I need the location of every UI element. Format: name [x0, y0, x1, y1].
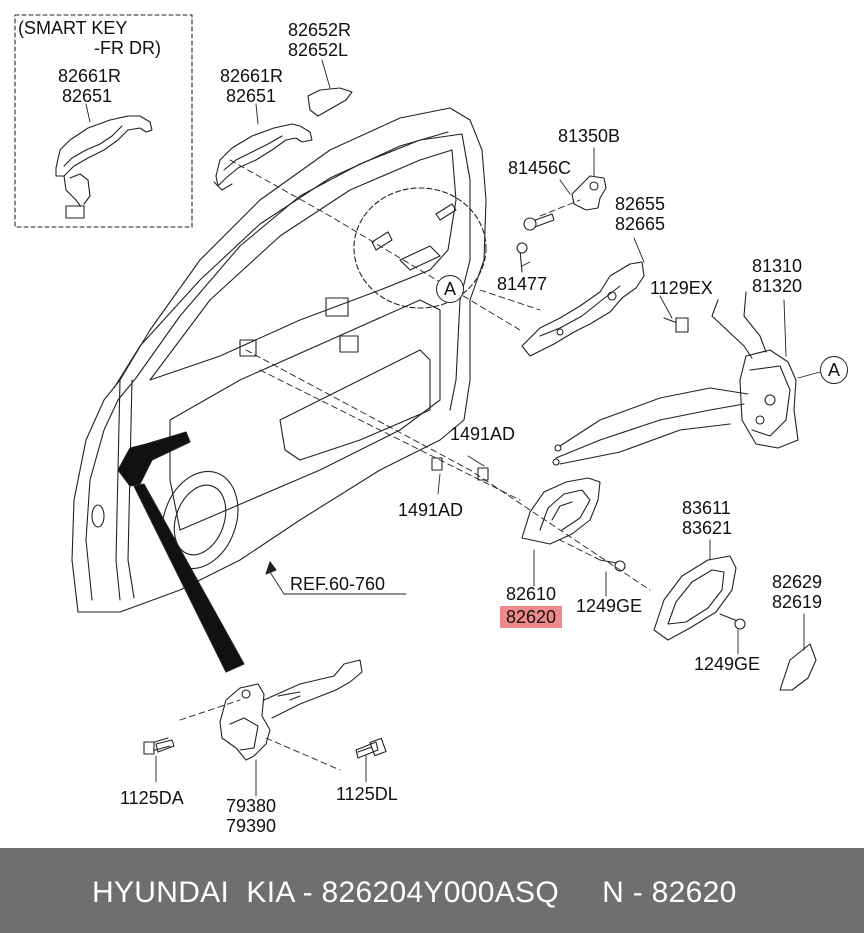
label-bolt-81477: 81477	[497, 274, 547, 294]
handle-cap	[779, 643, 817, 691]
label-frame-2: 82665	[615, 214, 666, 234]
screw-1249ge-lower	[719, 613, 746, 630]
label-latch-2: 81320	[752, 276, 803, 296]
label-frame-1: 82655	[615, 194, 666, 214]
door-latch	[711, 291, 799, 449]
door-checker-strap	[117, 431, 245, 673]
callout-a-left: A	[436, 275, 464, 303]
label-outer-handle: 82661R 82651	[220, 66, 283, 106]
label-outer-handle-2: 82651	[226, 86, 277, 106]
label-ref-1: REF.60-760	[290, 574, 386, 594]
label-bracket: 81350B	[558, 126, 620, 146]
smart-key-outer-handle	[55, 115, 153, 219]
label-cap-1: 82629	[772, 572, 823, 592]
bracket-81350b	[571, 175, 607, 211]
bolt-1129ex	[663, 317, 689, 333]
door-panel	[71, 107, 487, 613]
label-bolt-1125dl-1: 1125DL	[336, 784, 398, 804]
clip-1491ad-lower	[431, 457, 443, 471]
label-inner-handle-1: 82610	[506, 584, 557, 604]
label-bolt-81477-1: 81477	[497, 274, 548, 294]
inner-handle-bezel	[653, 555, 737, 641]
screw-81456c	[523, 213, 555, 231]
label-bolt-1125da-1: 1125DA	[120, 788, 184, 808]
part-number-text: HYUNDAI KIA - 826204Y000ASQ N - 82620	[92, 876, 737, 909]
label-latch: 81310 81320	[752, 256, 802, 296]
latch-cables	[552, 387, 749, 466]
label-screw-c-1: 81456C	[508, 158, 572, 178]
label-screw-c: 81456C	[508, 158, 571, 178]
label-checker-2: 79390	[226, 816, 277, 836]
inner-door-handle	[521, 477, 601, 545]
label-bezel-1: 83611	[682, 498, 731, 518]
label-bracket-1: 81350B	[558, 126, 621, 146]
bolt-1125dl	[355, 737, 387, 759]
label-frame: 82655 82665	[615, 194, 665, 234]
part-number-footer	[0, 848, 864, 933]
label-latch-1: 81310	[752, 256, 803, 276]
label-bolt-1129ex-1: 1129EX	[650, 278, 713, 298]
label-bolt-1129ex: 1129EX	[650, 278, 713, 298]
bolt-1125da	[143, 737, 175, 755]
label-clip-upper-1: 1491AD	[450, 424, 516, 444]
label-bezel-2: 83621	[682, 518, 733, 538]
label-handle-cover-2: 82652L	[288, 40, 349, 60]
label-checker-1: 79380	[226, 796, 277, 816]
label-cap: 82629 82619	[772, 572, 822, 612]
label-cap-2: 82619	[772, 592, 823, 612]
label-smart-handle-2: 82651	[62, 86, 113, 106]
callout-a-right: A	[820, 356, 848, 384]
label-screw-1249ge-lower: 1249GE	[694, 654, 760, 674]
outside-handle-frame	[521, 261, 645, 357]
label-clip-upper: 1491AD	[450, 424, 515, 444]
smart-key-box	[14, 14, 193, 228]
handle-cover	[307, 87, 353, 117]
smart-key-line2: -FR DR)	[94, 38, 161, 58]
outer-handle	[213, 123, 313, 191]
door-checker	[219, 659, 363, 761]
label-bezel: 83611 83621	[682, 498, 732, 538]
label-clip-lower: 1491AD	[398, 500, 463, 520]
smart-key-note: (SMART KEY -FR DR)	[18, 18, 161, 58]
label-screw-1249ge-lower-1: 1249GE	[694, 654, 761, 674]
label-bolt-1125da: 1125DA	[120, 788, 184, 808]
smart-key-line1: (SMART KEY	[18, 18, 128, 38]
label-handle-cover-1: 82652R	[288, 20, 352, 40]
label-inner-handle-2-highlighted: 82620	[500, 606, 563, 628]
bolt-81477	[516, 242, 528, 273]
label-ref: REF.60-760	[290, 574, 385, 594]
label-outer-handle-1: 82661R	[220, 66, 284, 86]
label-checker: 79380 79390	[226, 796, 276, 836]
label-screw-1249ge-upper: 1249GE	[576, 596, 642, 616]
exploded-parts-diagram	[14, 14, 821, 797]
label-bolt-1125dl: 1125DL	[336, 784, 398, 804]
label-screw-1249ge-upper-1: 1249GE	[576, 596, 643, 616]
label-inner-handle: 82610 82620	[500, 584, 563, 628]
label-handle-cover: 82652R 82652L	[288, 20, 351, 60]
label-clip-lower-1: 1491AD	[398, 500, 464, 520]
label-smart-handle-1: 82661R	[58, 66, 122, 86]
label-smart-handle: 82661R 82651	[58, 66, 121, 106]
detail-circle-a	[353, 187, 487, 309]
clip-1491ad-upper	[477, 467, 489, 481]
